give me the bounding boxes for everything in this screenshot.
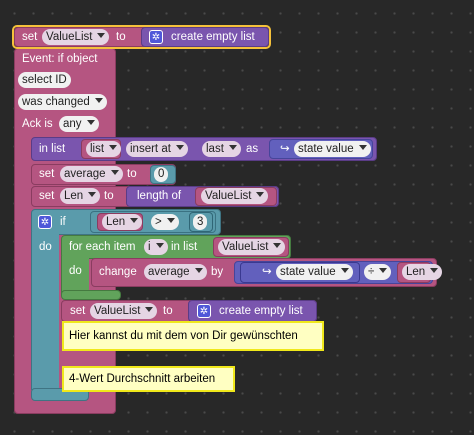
to-keyword: to bbox=[127, 168, 137, 180]
do-keyword: do bbox=[69, 265, 82, 277]
set-keyword: set bbox=[22, 31, 38, 43]
valuelist-var-dropdown[interactable]: ValueList bbox=[90, 303, 158, 319]
selected-block-outline bbox=[12, 25, 271, 49]
state-value-dropdown[interactable]: state value bbox=[276, 264, 353, 280]
insert-mode-dropdown[interactable]: insert at bbox=[126, 141, 188, 157]
change-keyword: change bbox=[99, 266, 137, 278]
average-var-dropdown[interactable]: average bbox=[60, 166, 123, 182]
create-empty-list-label: create empty list bbox=[171, 31, 255, 43]
for-each-label: for each item bbox=[69, 241, 136, 253]
return-arrow-icon: ↪ bbox=[262, 266, 272, 278]
operator-dropdown[interactable]: > bbox=[151, 214, 179, 230]
for-each-spine bbox=[61, 256, 89, 294]
ack-dropdown[interactable]: any bbox=[59, 116, 99, 132]
state-value-dropdown[interactable]: state value bbox=[294, 141, 371, 157]
len-var-dropdown[interactable]: Len bbox=[102, 214, 143, 230]
len-var-dropdown[interactable]: Len bbox=[402, 264, 443, 280]
insert-where-dropdown[interactable]: last bbox=[202, 141, 241, 157]
to-keyword: to bbox=[163, 305, 173, 317]
in-list-label: in list bbox=[39, 143, 66, 155]
to-keyword: to bbox=[116, 31, 126, 43]
select-id-button[interactable]: select ID bbox=[18, 72, 71, 88]
to-keyword: to bbox=[104, 190, 114, 202]
set-keyword: set bbox=[39, 190, 55, 202]
was-changed-dropdown[interactable]: was changed bbox=[18, 94, 107, 110]
set-keyword: set bbox=[39, 168, 55, 180]
by-keyword: by bbox=[211, 266, 224, 278]
create-empty-list-block[interactable] bbox=[141, 27, 269, 47]
in-list-label: in list bbox=[171, 241, 198, 253]
length-of-label: length of bbox=[137, 190, 182, 202]
comment-box[interactable]: Hier kannst du mit dem von Dir gewünscht… bbox=[62, 321, 324, 351]
set-keyword: set bbox=[70, 305, 86, 317]
do-keyword: do bbox=[39, 241, 52, 253]
number-input[interactable]: 0 bbox=[154, 167, 169, 182]
average-var-dropdown[interactable]: average bbox=[144, 264, 207, 280]
gear-icon[interactable]: ✲ bbox=[149, 30, 163, 44]
if-block-spine bbox=[31, 232, 59, 390]
item-var-dropdown[interactable]: i bbox=[144, 239, 168, 255]
event-title: Event: if object bbox=[22, 53, 98, 65]
for-each-footer bbox=[61, 290, 121, 300]
event-block-footer bbox=[14, 402, 116, 414]
comment-box[interactable]: 4-Wert Durchschnitt arbeiten bbox=[62, 366, 235, 392]
ack-label: Ack is bbox=[22, 118, 53, 130]
create-empty-list-label: create empty list bbox=[219, 305, 303, 317]
return-arrow-icon: ↪ bbox=[280, 143, 290, 155]
list-var-dropdown[interactable]: list bbox=[86, 141, 122, 157]
number-input[interactable]: 3 bbox=[193, 214, 208, 230]
gear-icon[interactable]: ✲ bbox=[197, 304, 211, 318]
gear-icon[interactable]: ✲ bbox=[38, 215, 52, 229]
valuelist-var-dropdown[interactable]: ValueList bbox=[218, 239, 286, 255]
len-var-dropdown[interactable]: Len bbox=[60, 188, 101, 204]
valuelist-var-dropdown[interactable]: ValueList bbox=[42, 29, 110, 45]
as-keyword: as bbox=[246, 143, 259, 155]
valuelist-var-dropdown[interactable]: ValueList bbox=[201, 188, 269, 204]
if-keyword: if bbox=[60, 216, 66, 228]
operator-dropdown[interactable]: ÷ bbox=[364, 264, 392, 280]
